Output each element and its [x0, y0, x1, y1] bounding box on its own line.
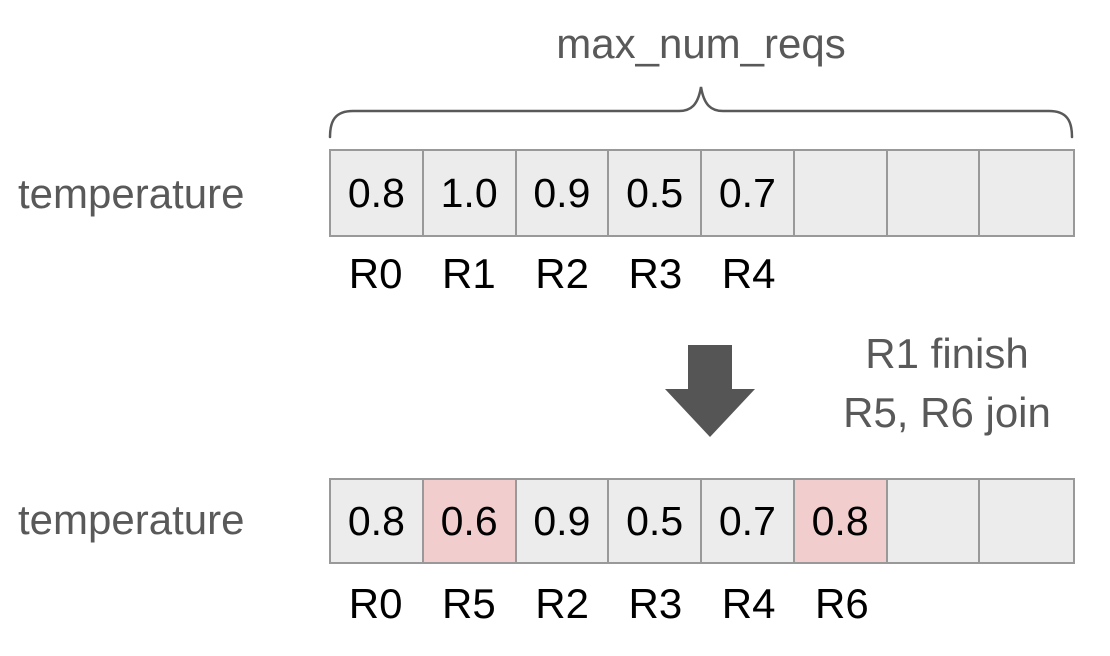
top-request-labels: R0 R1 R2 R3 R4 — [329, 250, 1075, 298]
array-cell — [887, 480, 981, 562]
request-label: R3 — [628, 580, 683, 627]
bottom-array-label: temperature — [18, 496, 245, 543]
brace-label: max_num_reqs — [556, 20, 846, 67]
request-label: R2 — [535, 250, 589, 297]
down-arrow-icon — [665, 345, 755, 437]
array-cell: 0.7 — [702, 151, 795, 235]
array-cell — [887, 151, 981, 235]
array-cell: 0.9 — [516, 480, 610, 562]
array-cell — [980, 151, 1073, 235]
request-label — [889, 250, 982, 298]
array-cell: 1.0 — [423, 151, 517, 235]
array-cell: 0.8 — [794, 480, 888, 562]
request-label — [982, 580, 1075, 628]
request-label: R6 — [815, 580, 869, 627]
top-array: 0.8 1.0 0.9 0.5 0.7 — [329, 149, 1075, 237]
request-label — [795, 250, 888, 298]
transition-note: R1 finish R5, R6 join — [822, 324, 1072, 442]
request-label: R0 — [348, 580, 403, 627]
bottom-array: 0.8 0.6 0.9 0.5 0.7 0.8 — [329, 478, 1075, 564]
bottom-request-labels: R0 R5 R2 R3 R4 R6 — [329, 580, 1075, 628]
array-cell: 0.9 — [516, 151, 610, 235]
request-label: R5 — [442, 580, 496, 627]
request-label: R2 — [535, 580, 589, 627]
transition-line-1: R1 finish — [865, 330, 1029, 377]
curly-brace-icon — [328, 86, 1074, 139]
transition-line-2: R5, R6 join — [843, 389, 1051, 436]
request-label — [889, 580, 982, 628]
array-cell: 0.8 — [331, 151, 424, 235]
request-label: R0 — [348, 250, 403, 297]
array-cell: 0.6 — [423, 480, 517, 562]
request-label: R1 — [442, 250, 496, 297]
array-cell: 0.7 — [702, 480, 795, 562]
request-label — [982, 250, 1075, 298]
request-label: R4 — [721, 580, 776, 627]
array-cell: 0.8 — [331, 480, 424, 562]
top-array-label: temperature — [18, 170, 245, 217]
array-cell — [794, 151, 888, 235]
request-label: R3 — [628, 250, 683, 297]
array-cell: 0.5 — [609, 480, 702, 562]
array-cell: 0.5 — [609, 151, 702, 235]
request-label: R4 — [721, 250, 776, 297]
array-cell — [980, 480, 1073, 562]
